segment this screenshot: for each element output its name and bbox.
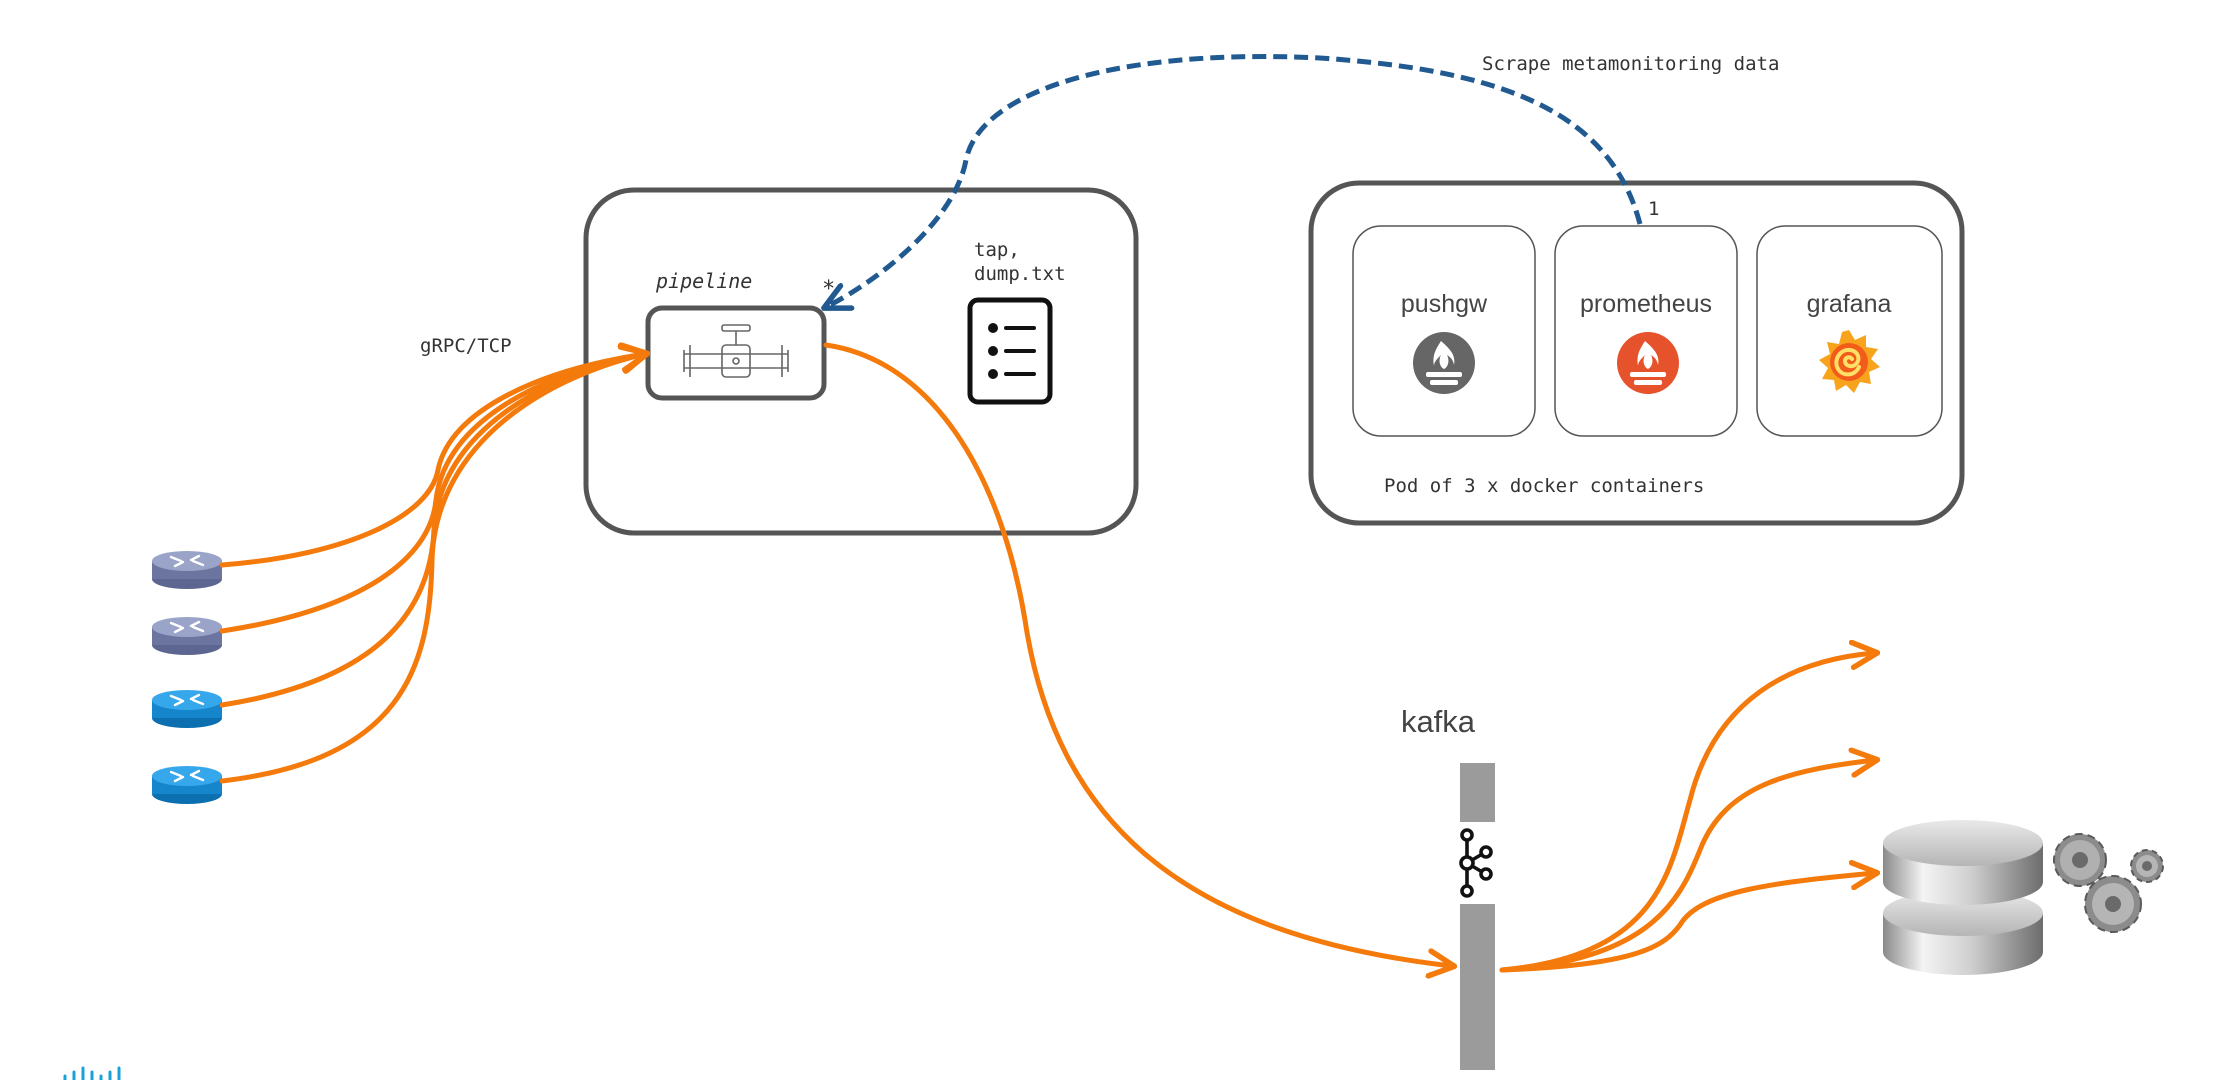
container-grafana-label: grafana — [1807, 290, 1892, 318]
protocol-label: gRPC/TCP — [420, 335, 512, 357]
pipeline-host-box — [583, 187, 1139, 536]
pod-multiplicity: 1 — [1648, 198, 1659, 220]
pipe-valve-icon — [683, 324, 789, 378]
prometheus-icon — [1617, 332, 1679, 394]
tap-label-line1: tap, — [974, 239, 1020, 261]
cisco-logo-icon — [63, 1066, 121, 1080]
document-list-icon — [967, 297, 1053, 405]
kafka-out-flows — [1499, 653, 1875, 973]
tap-label-line2: dump.txt — [974, 263, 1066, 285]
kafka-label: kafka — [1401, 704, 1476, 739]
pipeline-label: pipeline — [655, 269, 752, 293]
container-prometheus — [1554, 225, 1738, 437]
pod-caption: Pod of 3 x docker containers — [1384, 475, 1704, 497]
grafana-icon — [1819, 330, 1880, 393]
scrape-label: Scrape metamonitoring data — [1482, 53, 1779, 75]
router-icon — [152, 766, 222, 804]
pipeline-multiplicity: * — [822, 277, 835, 302]
kafka-icon — [1459, 822, 1495, 904]
kafka-bar — [1460, 763, 1495, 1070]
router-icon — [152, 617, 222, 655]
container-prometheus-label: prometheus — [1580, 290, 1712, 318]
container-pushgw-label: pushgw — [1401, 290, 1488, 318]
router-flows — [219, 354, 645, 784]
pod-box — [1308, 180, 1965, 526]
database-icon — [1883, 820, 2043, 975]
scrape-arrow — [826, 54, 1643, 307]
pipeline-to-kafka-flow — [823, 342, 1452, 966]
prometheus-icon — [1413, 332, 1475, 394]
gears-icon — [2053, 833, 2164, 933]
pipeline-box — [645, 305, 827, 401]
container-pushgw — [1352, 225, 1536, 437]
kafka-out-flow-3 — [1499, 873, 1875, 973]
kafka-out-flow-1 — [1499, 653, 1875, 973]
router-icon — [152, 551, 222, 589]
router-flow-2 — [219, 354, 645, 634]
kafka-out-flow-2 — [1499, 760, 1875, 973]
router-flow-4 — [219, 354, 645, 784]
router-flow-1 — [219, 354, 645, 568]
router-icon — [152, 690, 222, 728]
